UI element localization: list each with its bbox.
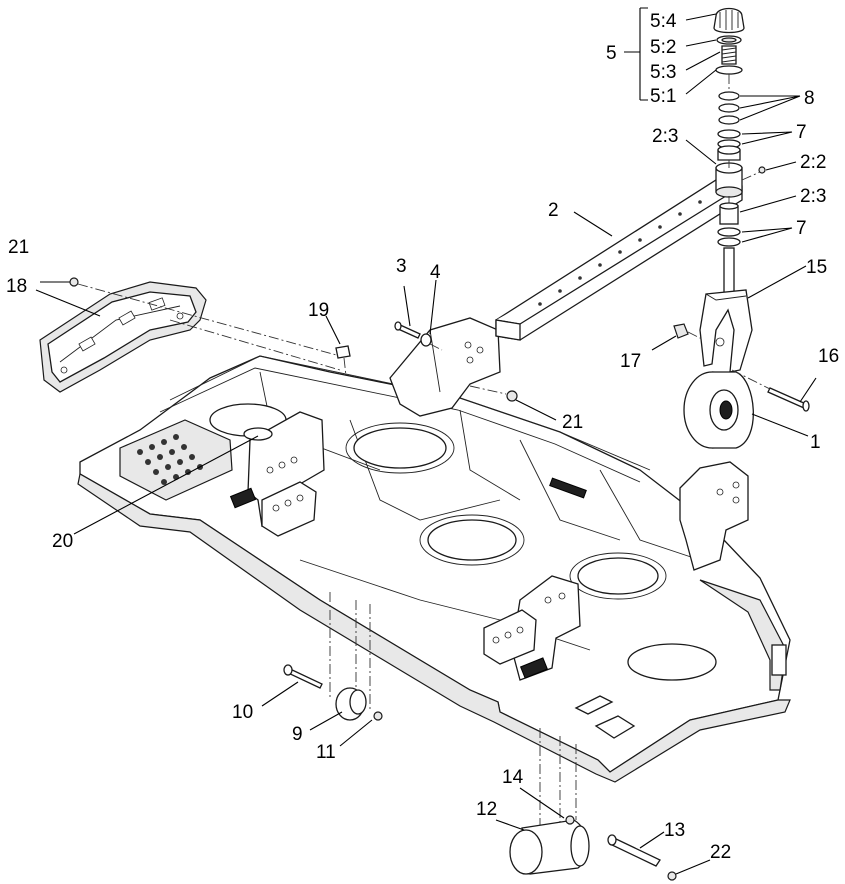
callout-20: 20 <box>52 531 73 552</box>
callout-5-1: 5:1 <box>650 86 676 107</box>
callout-2-3-lower: 2:3 <box>800 186 826 207</box>
nut-17 <box>673 323 705 341</box>
callout-9: 9 <box>292 724 303 745</box>
bolt-19 <box>335 345 351 377</box>
callout-5: 5 <box>606 43 617 64</box>
caster-arm-2 <box>495 162 743 341</box>
bolt-16 <box>731 369 810 412</box>
callout-18: 18 <box>6 276 27 297</box>
callout-2-3-upper: 2:3 <box>652 126 678 147</box>
callout-19: 19 <box>308 300 329 321</box>
rear-bumper-18 <box>39 281 207 393</box>
callout-2: 2 <box>548 200 559 221</box>
nut-21-left <box>69 277 79 287</box>
caster-stack-upper <box>713 7 745 168</box>
callout-7-lower: 7 <box>796 218 807 239</box>
callout-17: 17 <box>620 351 641 372</box>
caster-fork-15 <box>699 289 753 373</box>
callout-8: 8 <box>804 88 815 109</box>
callout-11: 11 <box>316 742 336 763</box>
callout-14: 14 <box>502 767 524 788</box>
bolt-3 <box>394 321 421 339</box>
callout-4: 4 <box>430 262 441 283</box>
callout-labels: 5:4 5:2 5:3 5:1 5 8 7 2:3 2:2 2:3 7 2 15… <box>6 11 839 863</box>
washer-4 <box>420 333 443 351</box>
callout-2-2: 2:2 <box>800 152 826 173</box>
callout-21-right: 21 <box>562 412 583 433</box>
callout-13: 13 <box>664 820 685 841</box>
callout-15: 15 <box>806 257 827 278</box>
deck-plate-20 <box>243 427 273 441</box>
caster-stack-lower <box>717 196 741 295</box>
callout-12: 12 <box>476 799 497 820</box>
mower-deck <box>77 317 791 783</box>
caster-wheel-1 <box>683 371 754 449</box>
bolt-13 <box>607 834 677 881</box>
callout-21-left: 21 <box>8 237 29 258</box>
leader-lines <box>35 7 817 875</box>
callout-1: 1 <box>810 432 821 453</box>
anti-scalp-roller-12 <box>509 728 590 875</box>
callout-22: 22 <box>710 842 731 863</box>
grease-fitting-2-2 <box>758 166 766 174</box>
anti-scalp-roller-9 <box>329 592 383 721</box>
callout-5-3: 5:3 <box>650 62 676 83</box>
callout-10: 10 <box>232 702 253 723</box>
plate-holes-left <box>137 434 203 485</box>
callout-16: 16 <box>818 346 839 367</box>
callout-5-4: 5:4 <box>650 11 677 32</box>
callout-3: 3 <box>396 256 407 277</box>
bolt-10 <box>283 664 323 689</box>
callout-7-upper: 7 <box>796 122 807 143</box>
callout-5-2: 5:2 <box>650 37 676 58</box>
nut-21-right <box>469 385 518 402</box>
